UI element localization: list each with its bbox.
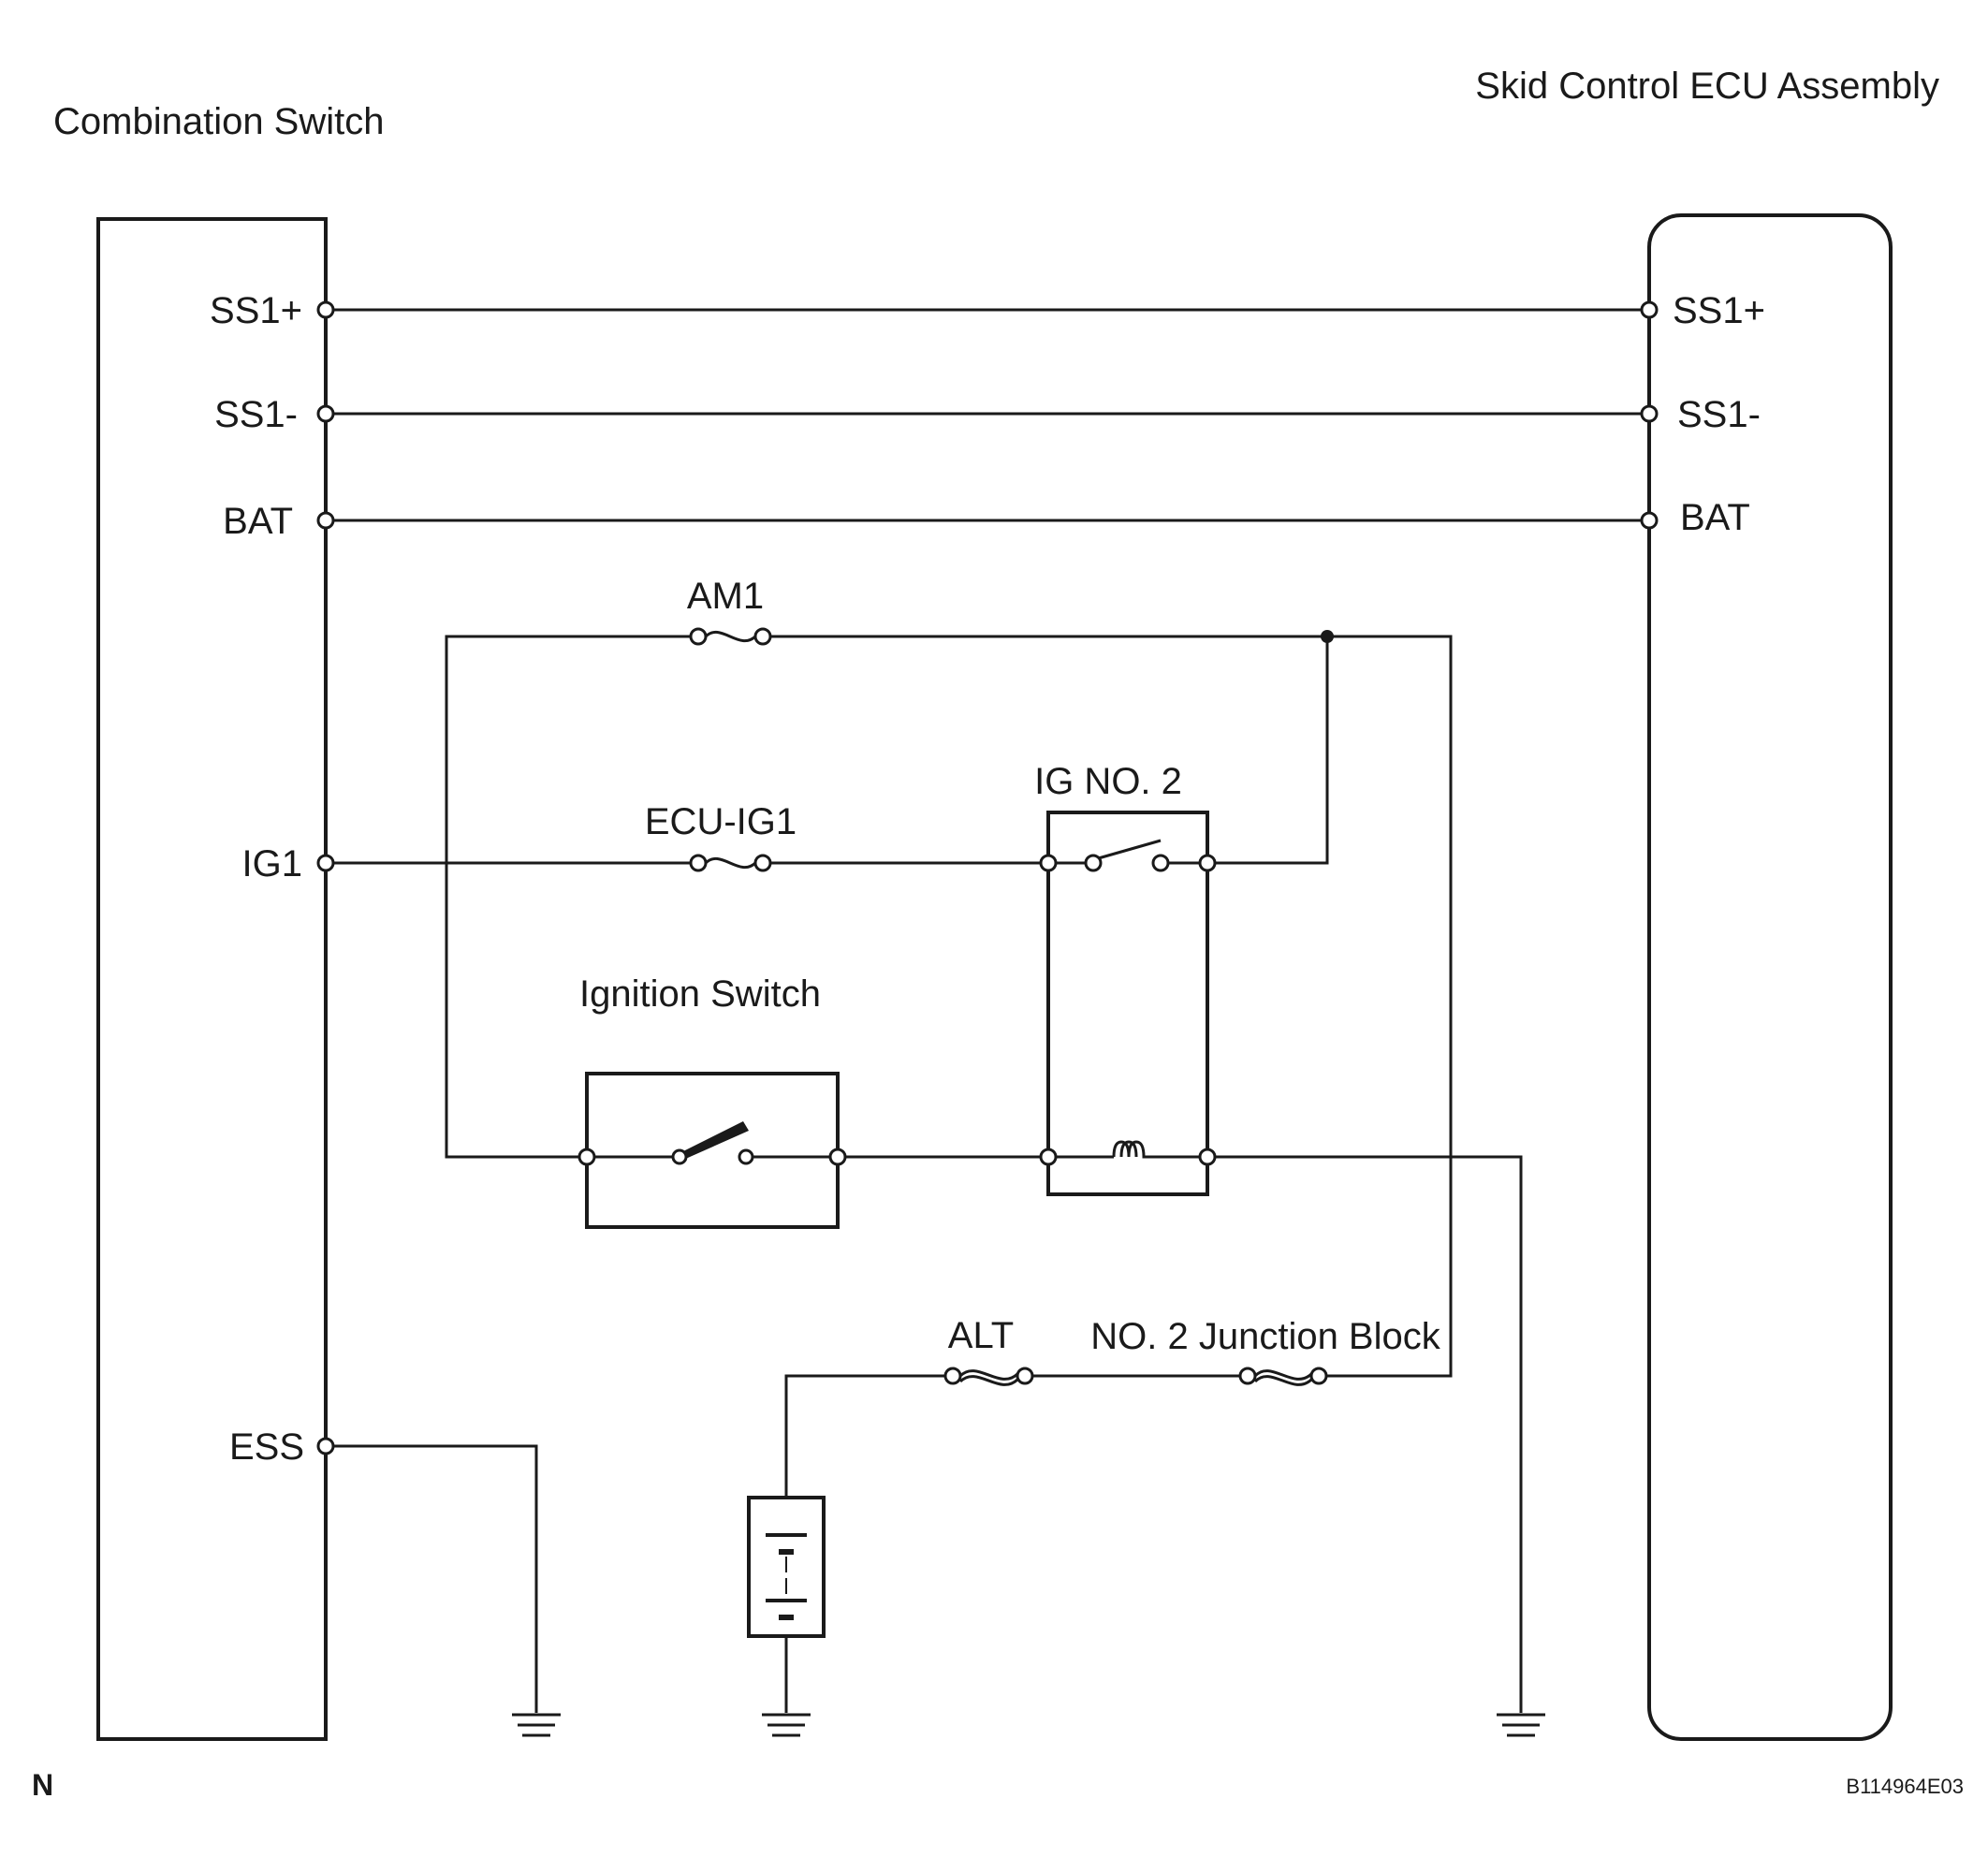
ground-icon — [762, 1713, 811, 1737]
label-ig-no2: IG NO. 2 — [1034, 761, 1182, 802]
skid-control-ecu-box — [1647, 213, 1893, 1741]
label-alt: ALT — [948, 1315, 1014, 1356]
terminal-ss1-minus-left — [316, 404, 335, 423]
wire-am1-left — [445, 635, 691, 1159]
label-bat-right: BAT — [1680, 497, 1750, 538]
relay-coil-icon — [1039, 1140, 1217, 1166]
ignition-switch-box — [585, 1072, 840, 1229]
wire-alt-to-battery — [784, 1374, 945, 1498]
ignition-switch-contact-icon — [577, 1121, 847, 1166]
combination-switch-title: Combination Switch — [53, 101, 385, 142]
label-bat-left: BAT — [223, 501, 293, 542]
label-ss1-plus-right: SS1+ — [1673, 290, 1765, 331]
wire-ess-ground — [326, 1444, 538, 1713]
ground-icon — [1497, 1713, 1545, 1737]
terminal-ig1 — [316, 854, 335, 872]
relay-ig-no2-box — [1046, 811, 1209, 1196]
terminal-bat-right — [1640, 511, 1659, 530]
fuse-alt — [943, 1367, 1034, 1386]
label-ss1-minus-left: SS1- — [214, 394, 298, 435]
terminal-ess — [316, 1437, 335, 1455]
label-ss1-plus-left: SS1+ — [210, 290, 302, 331]
corner-mark: N — [32, 1768, 53, 1802]
wire-relay-feed — [1207, 636, 1329, 865]
combination-switch-box — [96, 217, 328, 1741]
terminal-ss1-minus-right — [1640, 404, 1659, 423]
battery-icon — [747, 1496, 826, 1638]
reference-code: B114964E03 — [1846, 1775, 1964, 1798]
label-ess: ESS — [229, 1426, 304, 1468]
label-am1: AM1 — [687, 576, 764, 617]
label-ss1-minus-right: SS1- — [1677, 394, 1761, 435]
terminal-bat-left — [316, 511, 335, 530]
ground-icon — [512, 1713, 561, 1737]
junction-dot — [1321, 630, 1334, 643]
skid-control-ecu-title: Skid Control ECU Assembly — [1475, 66, 1939, 107]
fuse-am1 — [689, 627, 772, 646]
terminal-ss1-plus-left — [316, 300, 335, 319]
label-ignition-switch: Ignition Switch — [579, 973, 821, 1015]
relay-contact-icon — [1039, 839, 1217, 872]
label-junction-block: NO. 2 Junction Block — [1090, 1316, 1440, 1357]
wire-coil-ground — [1207, 1155, 1523, 1713]
wire-am1-right — [763, 635, 1453, 1378]
fusible-link-junction-block — [1238, 1367, 1328, 1386]
label-ig1: IG1 — [242, 843, 302, 885]
label-ecu-ig1: ECU-IG1 — [645, 801, 797, 842]
fuse-ecu-ig1 — [689, 854, 772, 872]
terminal-ss1-plus-right — [1640, 300, 1659, 319]
